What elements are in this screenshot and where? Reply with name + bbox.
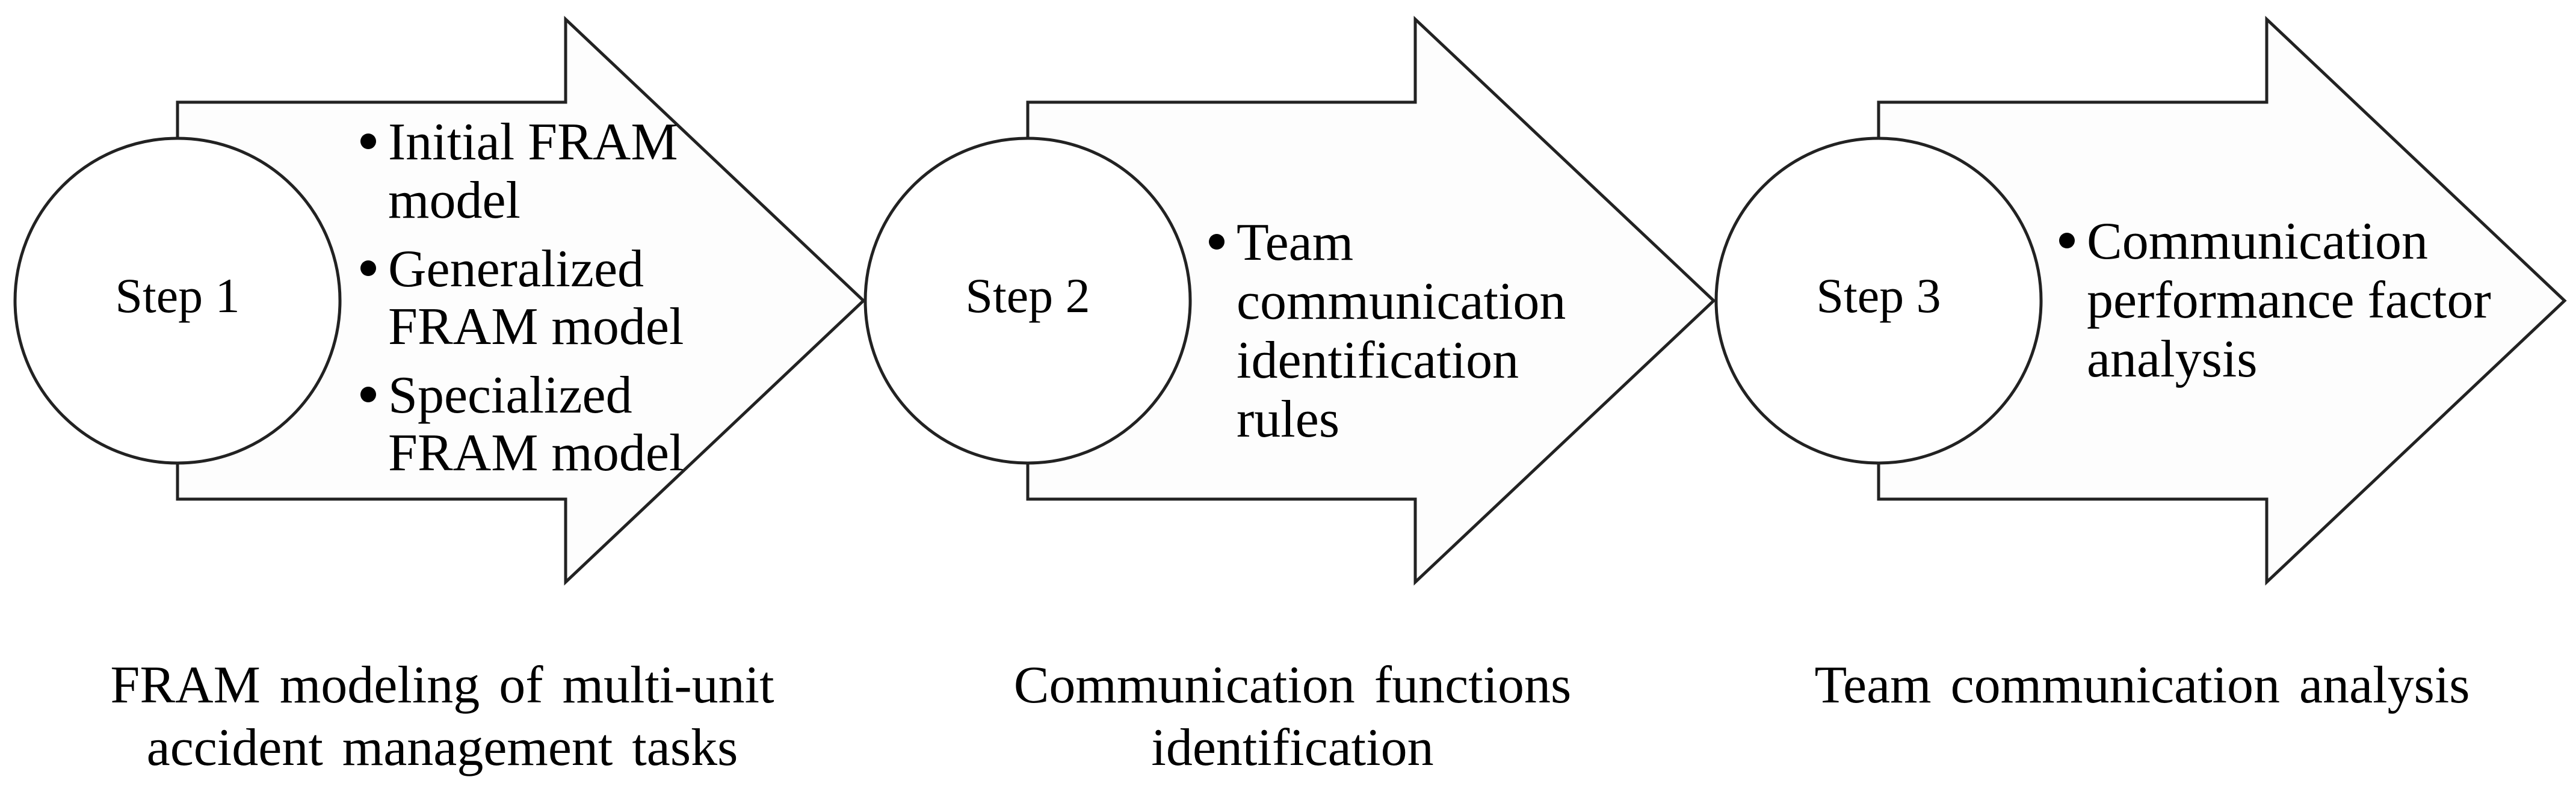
- step-3-bullet-1-dot: [2059, 233, 2075, 248]
- step-1-arrow: [176, 16, 866, 586]
- step-2-bullet-1-dot: [1209, 234, 1225, 250]
- step-1-bullet-1-line-1: Initial FRAM: [388, 113, 678, 171]
- step-2-bullet-1-line-1: Team: [1237, 213, 1353, 272]
- step-1-caption-line-2: accident management tasks: [147, 719, 738, 777]
- step-1-label: Step 1: [115, 268, 239, 323]
- step-2-circle: [863, 137, 1192, 465]
- step-3-group: Step 3 Communication performance factor …: [1714, 16, 2567, 714]
- step-2-bullet-1-line-2: communication: [1237, 272, 1566, 331]
- step-3-caption-line-1: Team communication analysis: [1814, 656, 2469, 714]
- step-3-arrow: [1877, 16, 2567, 586]
- step-2-bullet-1-line-3: identification: [1237, 331, 1519, 390]
- step-3-circle: [1714, 137, 2043, 465]
- step-1-bullet-1-dot: [360, 134, 376, 149]
- step-2-caption-line-1: Communication functions: [1014, 656, 1572, 714]
- step-3-label: Step 3: [1816, 268, 1941, 323]
- step-3-bullet-1-line-1: Communication: [2087, 212, 2428, 271]
- step-1-bullet-3-line-2: FRAM model: [388, 424, 684, 482]
- step-1-bullet-3-dot: [360, 387, 376, 402]
- step-2-arrow: [1026, 16, 1716, 586]
- step-3-bullet-1-line-2: performance factor: [2087, 271, 2491, 330]
- step-2-group: Step 2 Team communication identification…: [863, 16, 1716, 777]
- step-1-bullet-2-dot: [360, 260, 376, 276]
- step-1-bullet-1-line-2: model: [388, 171, 520, 230]
- step-1-bullet-2-line-2: FRAM model: [388, 298, 684, 356]
- step-3-bullet-1-line-3: analysis: [2087, 330, 2258, 388]
- step-2-label: Step 2: [965, 268, 1090, 323]
- step-1-bullet-2-line-1: Generalized: [388, 240, 644, 298]
- step-2-bullet-1-line-4: rules: [1237, 390, 1339, 449]
- step-1-group: Step 1 Initial FRAM model Generalized FR…: [13, 16, 866, 777]
- step-1-bullet-3-line-1: Specialized: [388, 366, 632, 425]
- step-2-caption-line-2: identification: [1151, 719, 1433, 777]
- step-1-circle: [13, 137, 342, 465]
- step-1-caption-line-1: FRAM modeling of multi-unit: [110, 656, 774, 714]
